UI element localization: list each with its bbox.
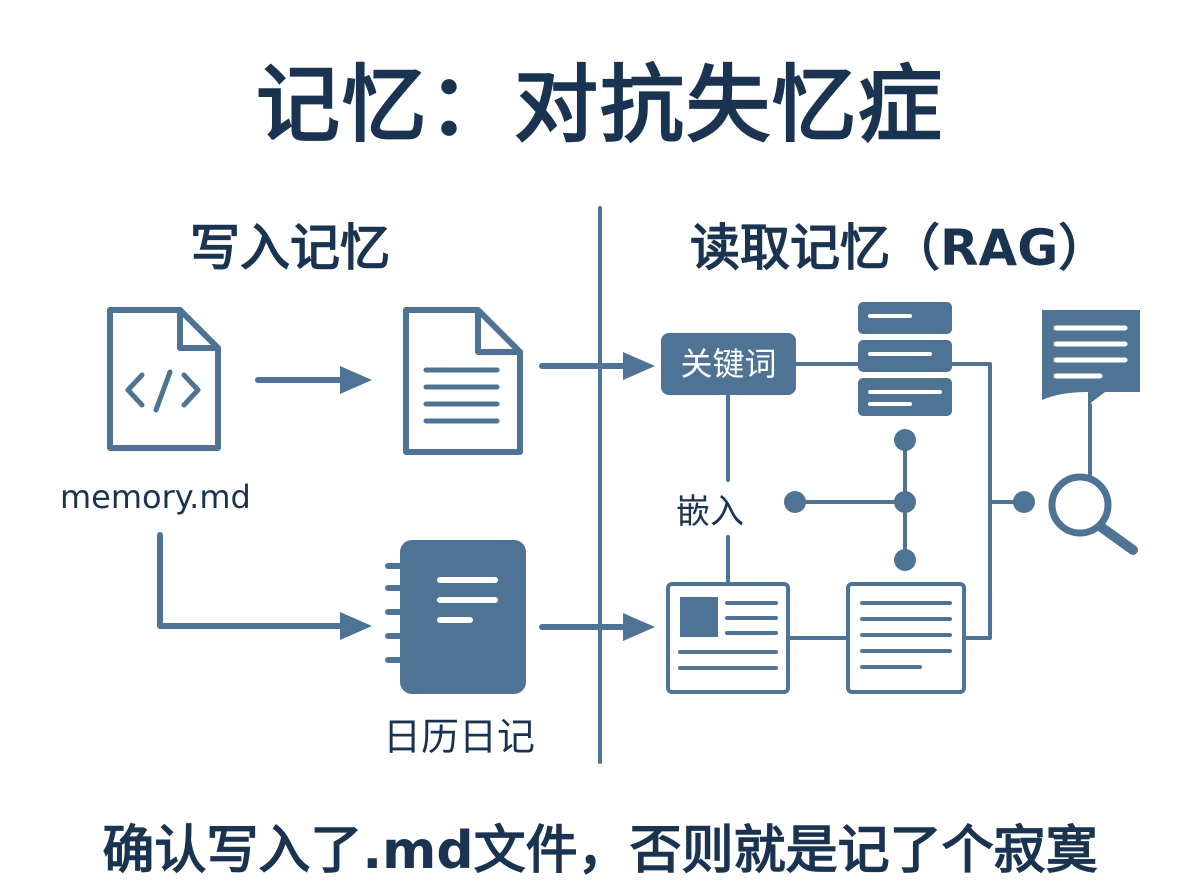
result-document-icon xyxy=(1042,310,1140,405)
card-icon xyxy=(666,582,790,694)
keyword-box: 关键词 xyxy=(661,333,796,395)
database-icon xyxy=(858,302,952,416)
text-card-icon xyxy=(846,582,966,694)
page-title: 记忆：对抗失忆症 xyxy=(255,56,944,154)
arrowhead-1 xyxy=(340,366,372,394)
calendar-diary-label: 日历日记 xyxy=(383,715,536,759)
connector-file-to-notebook xyxy=(157,532,348,629)
notebook-icon xyxy=(385,540,526,694)
arrowhead-3 xyxy=(340,612,372,640)
code-file-icon xyxy=(107,307,221,451)
rag-connectors xyxy=(726,362,1092,640)
write-memory-heading: 写入记忆 xyxy=(190,219,390,277)
read-memory-heading: 读取记忆（RAG） xyxy=(690,219,1109,277)
arrowhead-2 xyxy=(623,352,655,380)
arrowhead-4 xyxy=(623,613,655,641)
embedding-label: 嵌入 xyxy=(676,492,744,532)
memory-file-label: memory.md xyxy=(60,478,251,516)
magnifier-icon xyxy=(1048,473,1138,555)
network-nodes xyxy=(784,429,1035,571)
footer-caption: 确认写入了.md文件，否则就是记了个寂寞 xyxy=(102,821,1098,881)
document-icon xyxy=(403,307,523,455)
